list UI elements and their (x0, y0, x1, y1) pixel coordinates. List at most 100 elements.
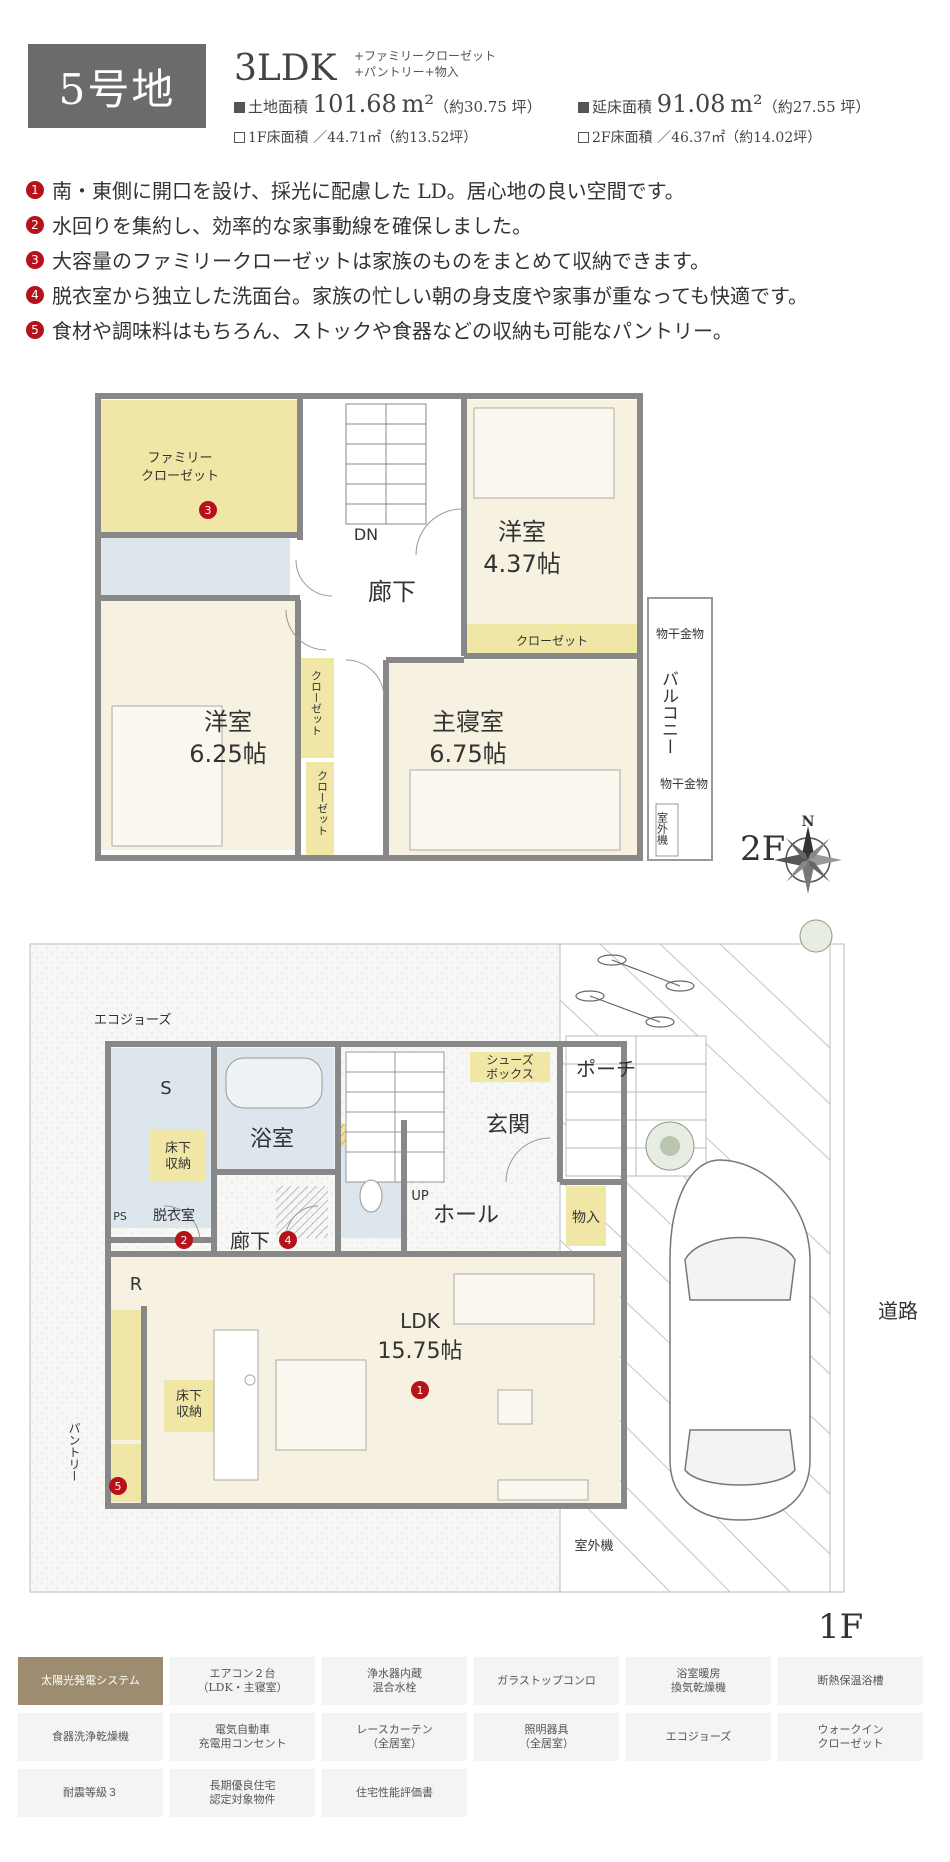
dn-label: DN (354, 525, 378, 544)
floor-area-unit: m² (730, 90, 763, 118)
feature-item: エアコン２台 （LDK・主寝室） (170, 1657, 315, 1705)
master-size: 6.75帖 (429, 740, 506, 768)
family-closet-label-1: ファミリー (147, 451, 212, 466)
sink-icon (244, 1374, 256, 1386)
compass-n-label: N (802, 814, 815, 830)
ldk-name: LDK (400, 1309, 441, 1333)
feature-item: 浄水器内蔵 混合水栓 (322, 1657, 467, 1705)
feature-item: 太陽光発電システム (18, 1657, 163, 1705)
point-number: 1 (26, 180, 44, 199)
ps-label: PS (113, 1210, 127, 1223)
floor-2f-label: 2F (740, 829, 785, 869)
floor-2f-plan: ファミリー クローゼット 3 DN 廊下 洋室 4.37帖 クローゼット クロー… (95, 393, 842, 894)
marker-4-num: 4 (285, 1234, 292, 1247)
dressing-label: 脱衣室 (153, 1207, 195, 1224)
land-area-tsubo: （約30.75 坪） (433, 98, 542, 116)
feature-item: 照明器具 （全居室） (474, 1713, 619, 1761)
land-area-value: 101.68 (312, 90, 397, 118)
marker-3-num: 3 (205, 504, 212, 517)
underfloor-a-2: 収納 (165, 1157, 191, 1172)
shoe-box-1: シューズ (486, 1052, 533, 1067)
feature-item: ウォークイン クローゼット (778, 1713, 923, 1761)
point-text: 南・東側に開口を設け、採光に配慮した LD。居心地の良い空間です。 (52, 179, 685, 203)
road-label: 道路 (878, 1299, 918, 1323)
closet-h-area (466, 624, 638, 654)
feature-item: 住宅性能評価書 (322, 1769, 467, 1817)
master-name: 主寝室 (432, 708, 504, 736)
s-label: S (160, 1078, 171, 1099)
feature-item: 食器洗浄乾燥機 (18, 1713, 163, 1761)
land-area: 土地面積 101.68 m²（約30.75 坪） (234, 90, 542, 118)
doors-2f (285, 508, 463, 699)
underfloor-b-area (164, 1380, 214, 1432)
ecojoz-label: エコジョーズ (94, 1012, 171, 1028)
underfloor-b-1: 床下 (176, 1389, 202, 1404)
marker-3 (199, 501, 217, 519)
land-area-unit: m² (401, 90, 434, 118)
walls-2f (95, 393, 643, 861)
beds-2f (111, 407, 621, 851)
point-number: 3 (26, 250, 44, 269)
point-3: 3 大容量のファミリークローゼットは家族のものをまとめて収納できます。 (26, 242, 808, 277)
layout-type: 3LDK (234, 48, 337, 89)
underfloor-a-1: 床下 (165, 1141, 191, 1156)
marker-1 (411, 1381, 429, 1399)
outdoor-unit-2f-label: 室外機 (656, 811, 669, 846)
shoe-box-2: ボックス (486, 1067, 534, 1081)
car-icon (669, 1159, 811, 1521)
dining-table-icon (275, 1359, 367, 1451)
floor-1f-label: 1F (818, 1607, 863, 1647)
closet-v1-label: クローゼット (310, 670, 323, 736)
floor-area-label: 延床面積 (592, 98, 653, 116)
closet-v2-area (306, 762, 334, 856)
floor-area-value: 91.08 (656, 90, 726, 118)
feature-item: 耐震等級３ (18, 1769, 163, 1817)
point-text: 食材や調味料はもちろん、ストックや食器などの収納も可能なパントリー。 (52, 319, 733, 343)
land-area-label: 土地面積 (248, 98, 309, 116)
f2-area-text: 2F床面積 ／46.37㎡（約14.02坪） (592, 130, 822, 146)
marker-4 (279, 1231, 297, 1249)
point-text: 脱衣室から独立した洗面台。家族の忙しい朝の身支度や家事が重なっても快適です。 (52, 284, 808, 308)
point-number: 2 (26, 215, 44, 234)
layout-extra-2: +パントリー+物入 (354, 65, 459, 79)
room-b-size: 6.25帖 (189, 740, 266, 768)
dryer-bottom-label: 物干金物 (660, 776, 708, 791)
floor-plans: ファミリー クローゼット 3 DN 廊下 洋室 4.37帖 クローゼット クロー… (29, 393, 918, 1647)
tree-icon (645, 919, 833, 1171)
layout-extra-1: +ファミリークローゼット (354, 49, 497, 63)
point-text: 大容量のファミリークローゼットは家族のものをまとめて収納できます。 (52, 249, 710, 273)
kitchen-counter-icon (213, 1329, 259, 1481)
low-table-icon (497, 1389, 533, 1425)
toilet-icon (359, 1179, 383, 1213)
closet-h-label: クローゼット (516, 634, 588, 648)
lot-badge: 5号地 (28, 44, 206, 128)
marker-2 (175, 1231, 193, 1249)
marker-5-num: 5 (115, 1480, 122, 1493)
feature-item: ガラストップコンロ (474, 1657, 619, 1705)
hall-1f-label: 廊下 (230, 1229, 270, 1253)
f1-area: 1F床面積 ／44.71㎡（約13.52坪） (234, 127, 477, 147)
underfloor-a-area (150, 1130, 206, 1182)
stairs-1f (345, 1051, 445, 1183)
feature-item: 浴室暖房 換気乾燥機 (626, 1657, 771, 1705)
bicycle-icon (575, 954, 695, 1028)
empty-square-icon (578, 132, 589, 143)
hall2-label: ホール (433, 1203, 499, 1228)
layout-extras: +ファミリークローゼット +パントリー+物入 (354, 48, 496, 80)
point-1: 1 南・東側に開口を設け、採光に配慮した LD。居心地の良い空間です。 (26, 172, 808, 207)
marker-5 (109, 1477, 127, 1495)
filled-square-icon (234, 102, 245, 113)
feature-item: 断熱保温浴槽 (778, 1657, 923, 1705)
feature-item: エコジョーズ (626, 1713, 771, 1761)
features-grid: 太陽光発電システムエアコン２台 （LDK・主寝室）浄水器内蔵 混合水栓ガラストッ… (18, 1657, 923, 1817)
tv-board-icon (497, 1479, 589, 1501)
point-number: 4 (26, 285, 44, 304)
room-a-size: 4.37帖 (483, 550, 560, 578)
floor-area: 延床面積 91.08 m²（約27.55 坪） (578, 90, 870, 118)
marker-1-num: 1 (417, 1384, 424, 1397)
feature-item: 長期優良住宅 認定対象物件 (170, 1769, 315, 1817)
closet-v1-area (296, 658, 334, 758)
outdoor-unit-1f-label: 室外機 (574, 1538, 613, 1554)
